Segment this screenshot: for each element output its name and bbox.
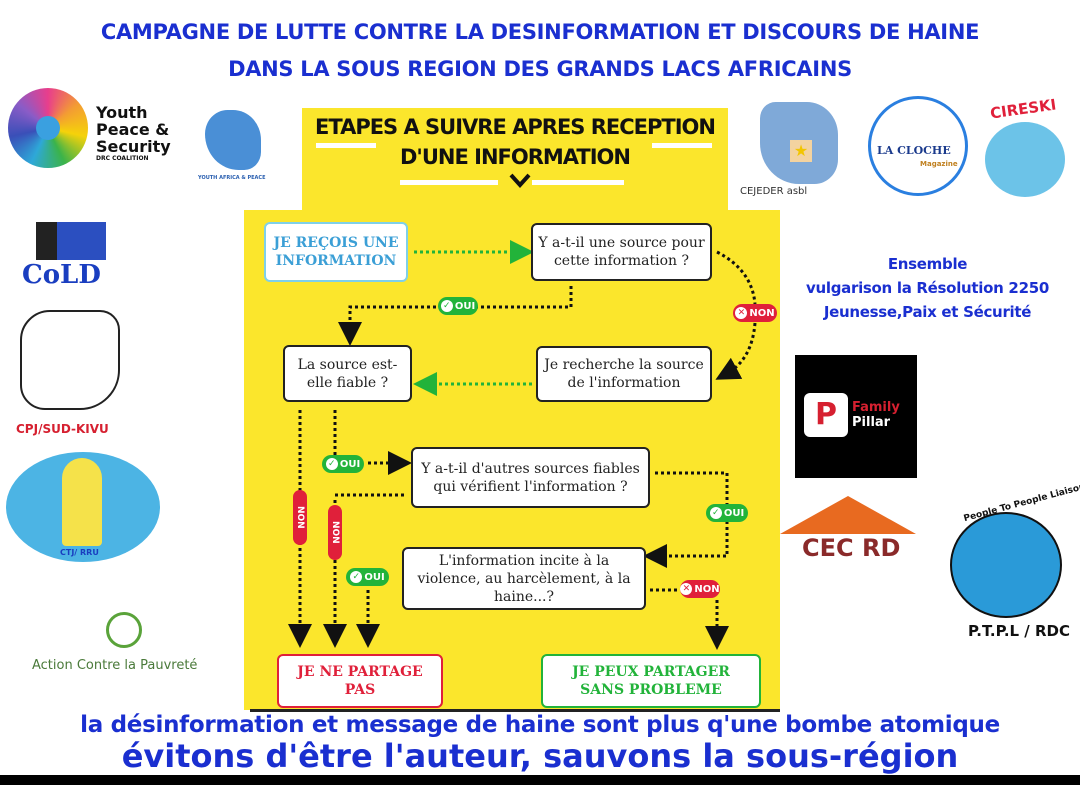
flow-title: ETAPES A SUIVRE APRES RECEPTION D'UNE IN… bbox=[265, 112, 765, 172]
flow-panel-top bbox=[302, 108, 728, 218]
yes-label: OUI bbox=[454, 300, 476, 312]
check-icon: ✓ bbox=[440, 300, 453, 312]
no-badge: ✕NON bbox=[680, 580, 720, 598]
flow-end-dont-share: JE NE PARTAGE PAS bbox=[277, 654, 443, 708]
check-icon: ✓ bbox=[325, 458, 338, 470]
person-icon bbox=[62, 458, 102, 546]
acp-text: Action Contre la Pauvreté bbox=[32, 658, 198, 673]
cloche-text: LA CLOCHE bbox=[877, 144, 951, 157]
footer-line-2: évitons d'être l'auteur, sauvons la sous… bbox=[121, 737, 959, 775]
flow-step-start: JE REÇOIS UNE INFORMATION bbox=[264, 222, 408, 282]
yes-label: OUI bbox=[339, 458, 361, 470]
x-icon: ✕ bbox=[735, 307, 748, 319]
cecord-roof bbox=[780, 496, 916, 534]
yes-badge: ✓OUI bbox=[706, 504, 748, 522]
yap-text: YOUTH AFRICA & PEACE bbox=[198, 175, 266, 181]
flow-question-other-sources: Y a-t-il d'autres sources fiables qui vé… bbox=[411, 447, 650, 508]
star-icon: ★ bbox=[790, 140, 812, 162]
ptpl-globe-logo bbox=[950, 512, 1062, 618]
no-label: NON bbox=[749, 307, 775, 319]
header-line-2: DANS LA SOUS REGION DES GRANDS LACS AFRI… bbox=[228, 57, 852, 81]
divider bbox=[316, 143, 376, 148]
cireski-logo bbox=[985, 122, 1065, 197]
ptpl-text-2: P.T.P.L / RDC bbox=[968, 622, 1071, 640]
cpj-text: CPJ/SUD-KIVU bbox=[16, 422, 109, 436]
yes-badge: ✓OUI bbox=[438, 297, 478, 315]
divider bbox=[532, 180, 624, 185]
la-cloche-logo bbox=[868, 96, 968, 196]
flow-title-line-1: ETAPES A SUIVRE APRES RECEPTION bbox=[315, 115, 716, 139]
check-icon: ✓ bbox=[709, 507, 722, 519]
resolution-2250-text: Ensemble vulgarison la Résolution 2250 J… bbox=[775, 252, 1080, 324]
flow-question-reliable: La source est-elle fiable ? bbox=[283, 345, 412, 402]
side-line-2: vulgarison la Résolution 2250 bbox=[806, 279, 1049, 297]
yes-label: OUI bbox=[364, 571, 385, 583]
cold-logo-graphic bbox=[36, 222, 106, 260]
flag-icon bbox=[36, 116, 60, 140]
cejeder-text: CEJEDER asbl bbox=[740, 186, 808, 197]
cold-text: CoLD bbox=[22, 260, 101, 290]
flow-step-search: Je recherche la source de l'information bbox=[536, 346, 712, 402]
footer-line-1: la désinformation et message de haine so… bbox=[80, 712, 1000, 738]
chevron-down-icon bbox=[508, 168, 532, 192]
no-badge: ✕NON bbox=[733, 304, 777, 322]
no-badge-vertical: NON bbox=[328, 505, 342, 560]
divider bbox=[652, 143, 712, 148]
ctj-text: CTJ/ RRU bbox=[60, 548, 99, 557]
drc-map-logo bbox=[20, 310, 120, 410]
flow-question-source: Y a-t-il une source pour cette informati… bbox=[531, 223, 712, 281]
cloche-sub: Magazine bbox=[920, 160, 958, 168]
x-icon: ✕ bbox=[680, 583, 693, 595]
family-pillar-mark: P bbox=[804, 393, 848, 437]
no-label: NON bbox=[694, 583, 720, 595]
side-line-1: Ensemble bbox=[887, 255, 968, 273]
bottom-bar bbox=[0, 775, 1080, 785]
divider bbox=[250, 709, 780, 712]
side-line-3: Jeunesse,Paix et Sécurité bbox=[823, 303, 1032, 321]
check-icon: ✓ bbox=[350, 571, 363, 583]
flow-question-incite: L'information incite à la violence, au h… bbox=[402, 547, 646, 610]
header-line-1: CAMPAGNE DE LUTTE CONTRE LA DESINFORMATI… bbox=[100, 20, 980, 44]
cecord-text: CEC RD bbox=[802, 534, 901, 562]
acp-logo bbox=[106, 612, 142, 648]
divider bbox=[400, 180, 498, 185]
flow-end-can-share: JE PEUX PARTAGER SANS PROBLEME bbox=[541, 654, 761, 708]
yes-label: OUI bbox=[723, 507, 745, 519]
flow-title-line-2: D'UNE INFORMATION bbox=[400, 145, 631, 169]
yes-badge: ✓OUI bbox=[322, 455, 364, 473]
yes-badge: ✓OUI bbox=[346, 568, 389, 586]
no-badge-vertical: NON bbox=[293, 490, 307, 545]
